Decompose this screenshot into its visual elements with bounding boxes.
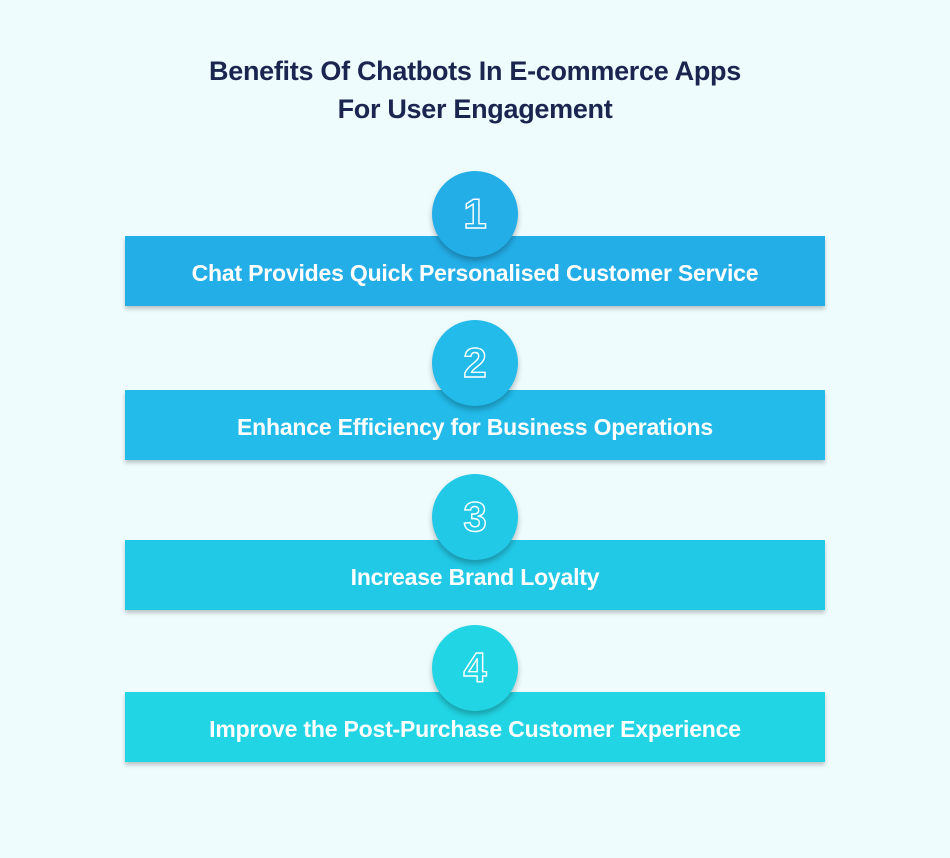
step-1-label: Chat Provides Quick Personalised Custome… [191, 259, 759, 286]
step-3-label: Increase Brand Loyalty [350, 563, 600, 590]
number-1-icon: 1 [463, 190, 488, 237]
step-4-bar: Improve the Post-Purchase Customer Exper… [125, 692, 825, 762]
page-title: Benefits Of Chatbots In E-commerce Apps … [0, 52, 950, 128]
title-line-2: For User Engagement [337, 94, 613, 124]
step-2-label: Enhance Efficiency for Business Operatio… [236, 413, 713, 440]
step-3-number-badge: 3 [432, 474, 518, 560]
step-2-number-badge: 2 [432, 320, 518, 406]
number-3-icon: 3 [463, 493, 488, 540]
step-4-label: Improve the Post-Purchase Customer Exper… [209, 715, 741, 742]
step-2-bar: Enhance Efficiency for Business Operatio… [125, 390, 825, 460]
title-line-1: Benefits Of Chatbots In E-commerce Apps [209, 56, 741, 86]
step-4-number-badge: 4 [432, 625, 518, 711]
number-4-icon: 4 [463, 644, 488, 691]
number-2-icon: 2 [463, 339, 488, 386]
step-1-number-badge: 1 [432, 171, 518, 257]
